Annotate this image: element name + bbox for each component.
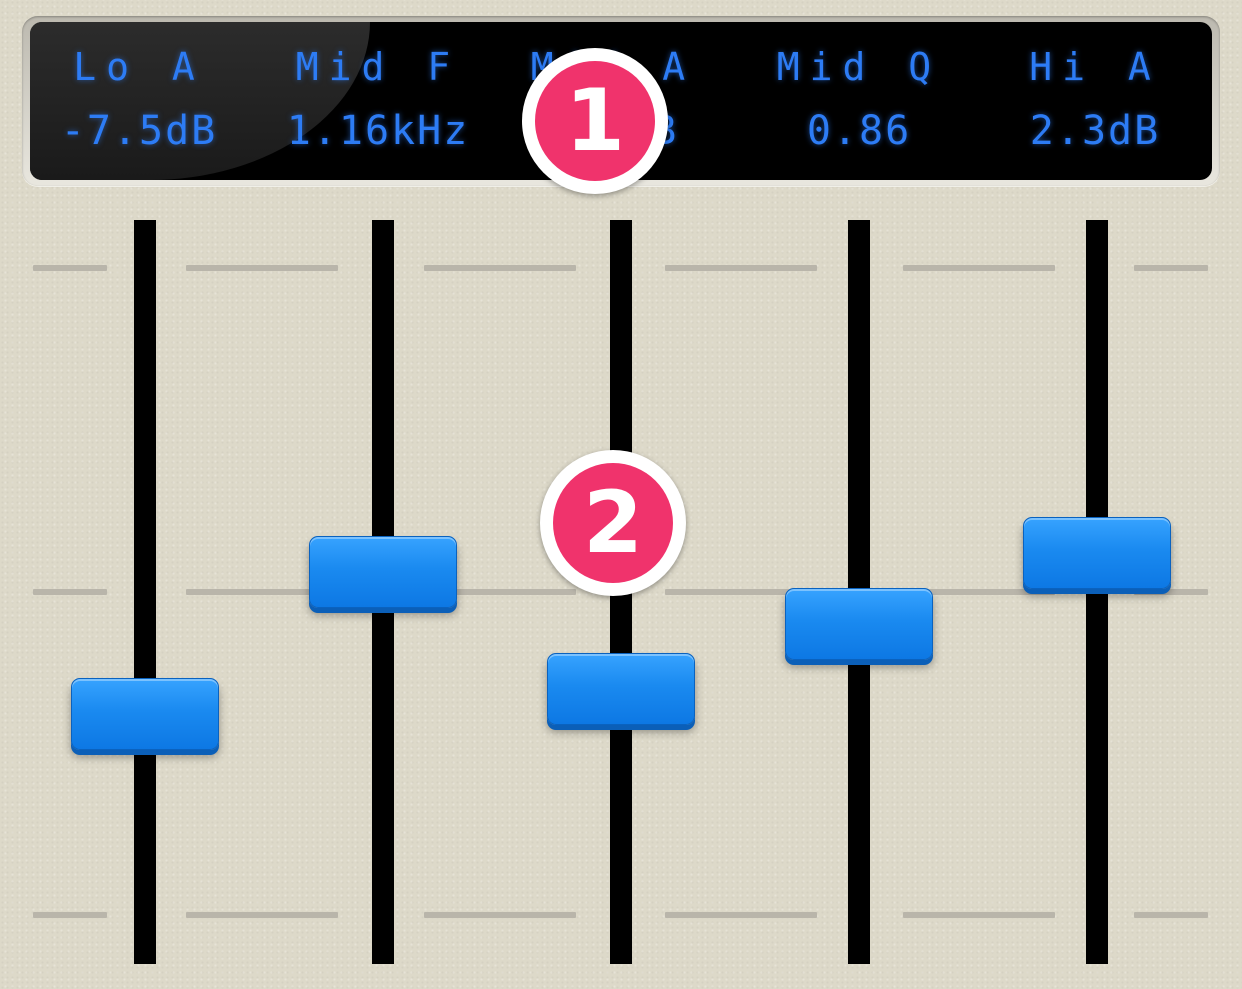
param-label: Mid Q (776, 45, 942, 89)
annotation-number: 1 (535, 61, 655, 181)
gridline-bottom (424, 912, 576, 918)
gridline-center (424, 589, 576, 595)
slider-track-lo-gain[interactable] (134, 220, 156, 964)
gridline-center (1134, 589, 1208, 595)
slider-knob-lo-gain[interactable] (71, 678, 219, 750)
gridline-top (1134, 265, 1208, 271)
gridline-center (665, 589, 817, 595)
gridline-bottom (33, 912, 107, 918)
gridline-top (665, 265, 817, 271)
gridline-top (903, 265, 1055, 271)
annotation-number: 2 (553, 463, 673, 583)
slider-knob-mid-freq[interactable] (309, 536, 457, 608)
gridline-center (903, 589, 1055, 595)
gridline-bottom (665, 912, 817, 918)
gridline-top (186, 265, 338, 271)
param-value: 0.86 (806, 108, 912, 154)
param-label: Hi A (1029, 45, 1161, 89)
slider-knob-hi-gain[interactable] (1023, 517, 1171, 589)
slider-knob-mid-q[interactable] (785, 588, 933, 660)
gridline-center (33, 589, 107, 595)
param-value: 1.16kHz (286, 108, 470, 154)
param-mid-freq: Mid F 1.16kHz (259, 44, 497, 156)
param-label: Mid F (295, 45, 461, 89)
gridline-bottom (903, 912, 1055, 918)
param-value: -7.5dB (60, 108, 218, 154)
param-label: Lo A (73, 45, 205, 89)
param-value: 2.3dB (1029, 108, 1161, 154)
annotation-badge-1: 1 (522, 48, 668, 194)
slider-track-hi-gain[interactable] (1086, 220, 1108, 964)
gridline-bottom (1134, 912, 1208, 918)
param-mid-q: Mid Q 0.86 (740, 44, 978, 156)
param-hi-gain: Hi A 2.3dB (976, 44, 1212, 156)
gridline-top (33, 265, 107, 271)
slider-knob-mid-gain[interactable] (547, 653, 695, 725)
param-lo-gain: Lo A -7.5dB (30, 44, 258, 156)
gridline-center (186, 589, 338, 595)
gridline-bottom (186, 912, 338, 918)
annotation-badge-2: 2 (540, 450, 686, 596)
gridline-top (424, 265, 576, 271)
